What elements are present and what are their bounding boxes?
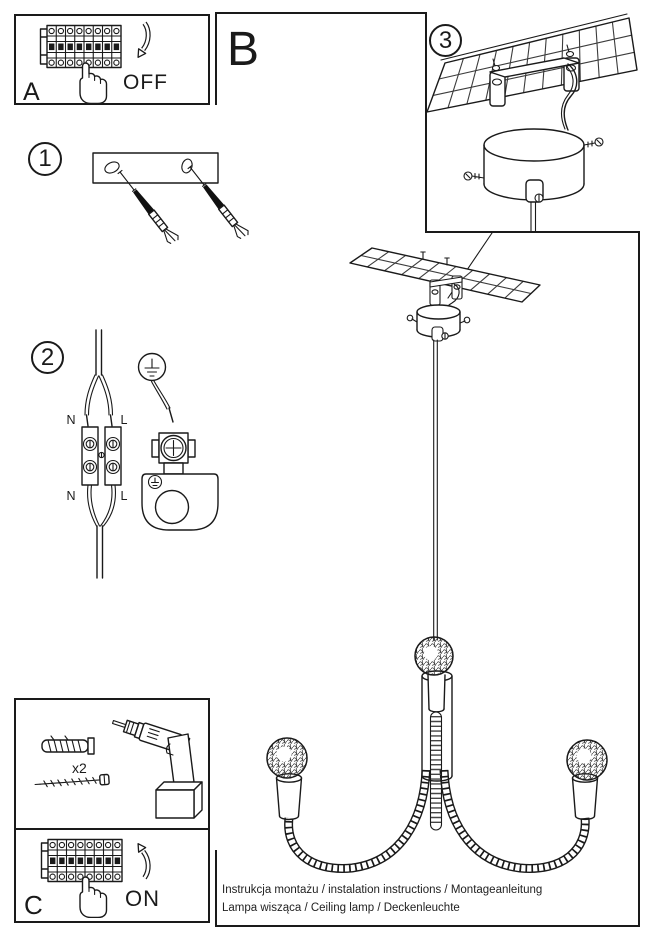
pendant-lamp-illustration [266,232,608,873]
hanging-wire-icon [561,63,578,131]
pointing-hand-icon [79,62,108,104]
on-label: ON [125,886,160,911]
tools-illustration [34,719,203,819]
terminal-label-l-top: L [121,413,128,427]
lamp-column [414,636,454,831]
terminal-label-n-bottom: N [66,489,75,503]
main-frame-left-top [215,12,217,105]
right-bulb [566,739,608,781]
step1-illustration [92,152,251,247]
arrow-up-icon [138,844,148,878]
panel-a-label: A [23,78,40,106]
step2-number: 2 [40,343,55,371]
anchor-quantity-label: x2 [72,760,87,776]
suspension-rod [433,339,438,641]
panel-a-illustration [39,16,208,104]
caption: Instrukcja montażu / instalation instruc… [222,881,542,917]
breaker-panel-icon [40,838,123,883]
step3-badge: 3 [429,24,462,57]
terminal-label-n-top: N [66,413,75,427]
section-b-label: B [227,23,260,76]
step2-illustration: N L N L [66,329,219,579]
earth-symbol-icon [137,352,167,382]
mounting-bracket-icon [429,275,463,313]
step1-number: 1 [38,145,52,172]
panel-c-illustration [40,838,208,918]
left-bulb [266,737,308,779]
terminal-label-l-bottom: L [121,489,128,503]
cable-icon [84,329,114,427]
off-label: OFF [123,71,168,94]
flex-arm-right [439,769,590,873]
panel-a-box: OFF A [14,14,210,105]
panel-c-label: C [24,890,43,920]
caption-line-2: Lampa wisząca / Ceiling lamp / Deckenleu… [222,902,460,914]
ceiling-strip-icon [349,247,541,303]
canopy-icon [463,128,604,232]
screw-icon [34,773,110,788]
step1-badge: 1 [28,142,62,176]
breaker-panel-icon [39,24,122,69]
terminal-block-icon [81,426,122,486]
top-bulb [414,636,454,676]
top-socket [427,674,446,713]
wall-plug-icon [41,735,95,755]
flex-arm-left [284,769,431,873]
screw-tip-icon [420,251,450,266]
pointing-hand-icon [79,876,108,918]
ground-clamp-icon [141,432,219,531]
arrow-down-icon [138,23,148,57]
drill-icon [111,719,203,819]
canopy-small-icon [406,304,471,342]
earth-wire-icon [150,380,174,423]
main-frame-left-bottom [215,850,217,927]
left-socket [275,773,303,821]
caption-line-1: Instrukcja montażu / instalation instruc… [222,884,543,896]
cable-bottom-icon [87,484,116,579]
step3-illustration [426,13,638,232]
panel-c-box: ON C [14,828,210,923]
step2-badge: 2 [31,341,64,374]
step3-panel [425,12,640,233]
ceiling-bracket-icon [489,44,580,107]
mounting-plate-icon [92,152,219,184]
tools-box: x2 [14,698,210,830]
step3-number: 3 [438,26,453,54]
